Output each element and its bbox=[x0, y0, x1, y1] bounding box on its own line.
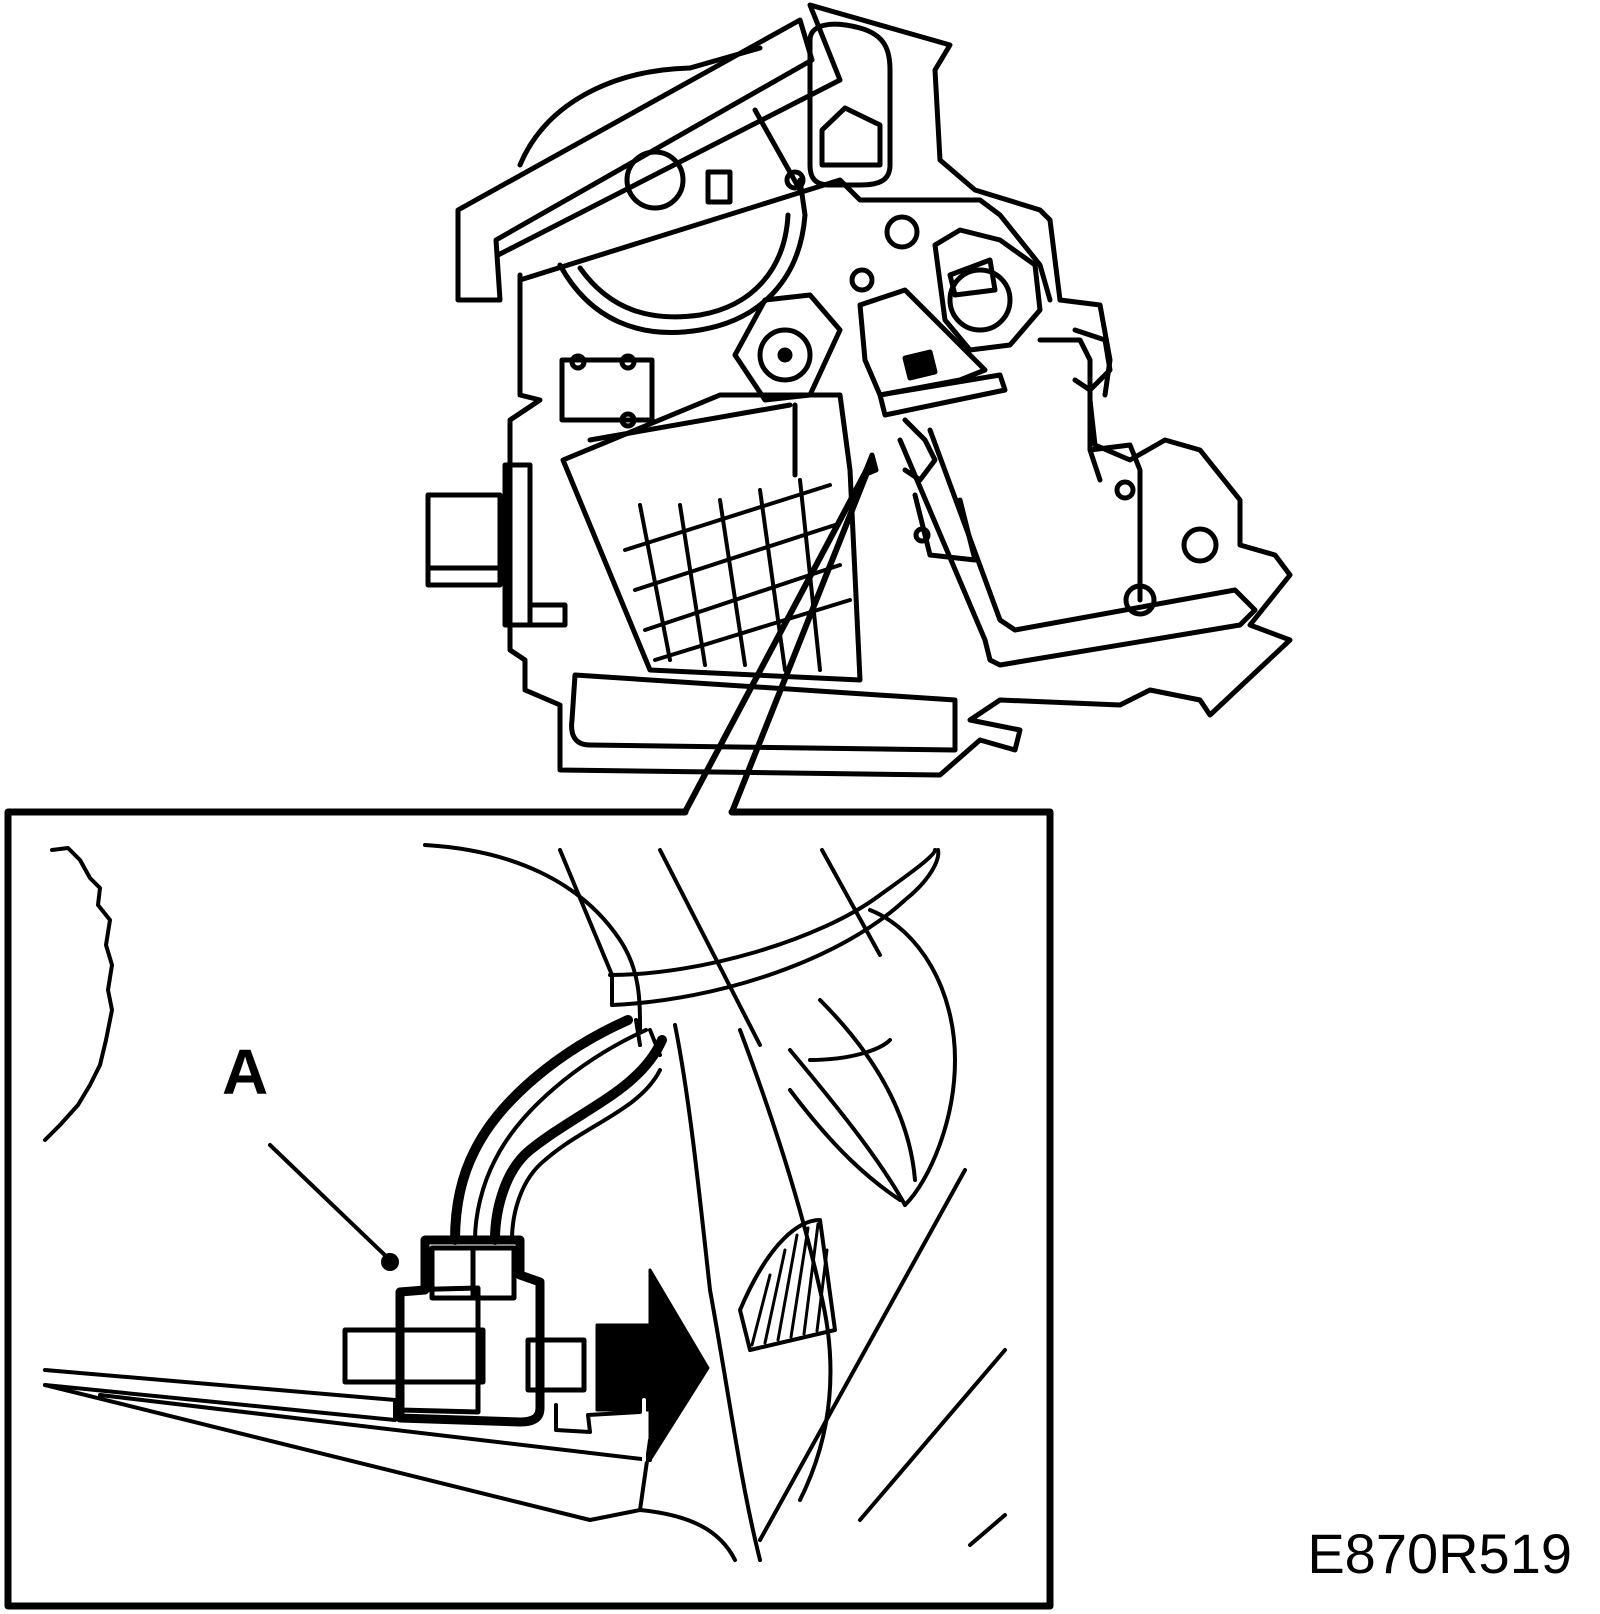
top-slot bbox=[807, 21, 893, 188]
bottom-tray bbox=[569, 672, 958, 753]
right-actuator-arm bbox=[947, 257, 998, 298]
mount-hole-3 bbox=[849, 267, 875, 293]
left-motor-pin-1 bbox=[569, 353, 587, 371]
inset-hatched-section bbox=[738, 1218, 837, 1352]
center-actuator-hub bbox=[757, 327, 813, 383]
connector-side-tab bbox=[342, 1327, 486, 1385]
inset-bracket-strip bbox=[43, 1368, 397, 1422]
mount-hole-1 bbox=[624, 149, 686, 211]
right-pipe bbox=[897, 427, 1258, 668]
right-mount-hole-3 bbox=[1114, 479, 1136, 501]
inset-diag-1 bbox=[758, 1168, 967, 1542]
inset-line-1 bbox=[558, 848, 614, 977]
mount-hole-2 bbox=[884, 214, 920, 250]
right-housing bbox=[1037, 337, 1143, 603]
inset-line-2 bbox=[658, 848, 762, 1047]
diagonal-rod bbox=[752, 107, 803, 193]
small-tab bbox=[705, 169, 733, 205]
left-connector-block bbox=[425, 492, 503, 588]
right-bracket bbox=[1072, 327, 1113, 393]
connector-bracket-body bbox=[857, 287, 988, 398]
small-pin bbox=[784, 169, 806, 191]
inset-curve-inner bbox=[808, 1038, 892, 1062]
evaporator-grid bbox=[623, 478, 852, 672]
callout-label-a: A bbox=[222, 1036, 269, 1108]
inset-curve-right-3 bbox=[788, 1088, 902, 1202]
connector-housing bbox=[395, 1235, 545, 1427]
top-slot-inner bbox=[819, 105, 883, 168]
callout-pointer-tip bbox=[861, 452, 879, 478]
inset-big-arc bbox=[423, 843, 642, 1032]
main-housing bbox=[507, 272, 1293, 778]
callout-leader bbox=[682, 457, 875, 815]
inset-curve-right bbox=[868, 908, 957, 1207]
inset-tube-right bbox=[818, 998, 917, 1182]
right-mount-hole-1 bbox=[1181, 526, 1219, 564]
inset-diag-2 bbox=[858, 1348, 1007, 1522]
right-mount-hole-2 bbox=[1123, 583, 1157, 617]
inset-hose-top-2 bbox=[610, 848, 941, 1007]
inset-tube-left bbox=[673, 1023, 762, 1562]
wire-harness bbox=[450, 1015, 667, 1245]
inset-line-3 bbox=[820, 848, 882, 957]
inset-curve-right-2 bbox=[788, 1048, 907, 1207]
blower-dome bbox=[517, 45, 763, 168]
label-a-leader bbox=[268, 1143, 392, 1262]
top-outer-line bbox=[495, 2, 1113, 398]
mount-strip bbox=[902, 417, 938, 483]
inset-bracket-lower bbox=[43, 1383, 652, 1522]
upper-cover bbox=[517, 177, 1053, 303]
hvac-unit-housing bbox=[425, 2, 1293, 778]
left-motor bbox=[559, 357, 655, 423]
electrical-connector bbox=[342, 1235, 587, 1427]
center-actuator-pin bbox=[777, 347, 793, 363]
left-small-block bbox=[527, 602, 568, 628]
inset-hose-top bbox=[608, 848, 937, 977]
arrow-right-icon bbox=[595, 1268, 710, 1462]
inset-bracket-tab bbox=[554, 1403, 642, 1434]
connector-plug-body bbox=[397, 1285, 481, 1415]
figure-code: E870R519 bbox=[1307, 1522, 1572, 1585]
evaporator-panel bbox=[560, 392, 863, 683]
connector-detail-inset bbox=[4, 808, 1054, 1610]
inset-bottom-curve bbox=[638, 1508, 737, 1562]
curved-chamber-inner bbox=[577, 212, 791, 320]
inset-tube-mid bbox=[738, 1028, 833, 1502]
left-motor-pin-3 bbox=[619, 411, 637, 429]
inset-diag-3 bbox=[968, 1513, 1007, 1547]
evaporator-frame bbox=[587, 402, 798, 478]
connector-small-box bbox=[902, 349, 938, 381]
inset-hatch-lines bbox=[750, 1222, 829, 1347]
curved-chamber bbox=[557, 177, 808, 335]
inset-frame bbox=[4, 808, 1054, 1610]
inset-torn-edge bbox=[43, 846, 114, 1142]
right-actuator bbox=[932, 227, 1043, 353]
label-a-dot bbox=[381, 1253, 399, 1271]
left-motor-pin-2 bbox=[619, 353, 637, 371]
inset-bracket-lower-2 bbox=[98, 1393, 652, 1462]
center-actuator bbox=[732, 292, 843, 403]
side-plate bbox=[912, 492, 978, 563]
connector-latch bbox=[525, 1337, 587, 1393]
right-actuator-hub bbox=[947, 267, 1013, 333]
